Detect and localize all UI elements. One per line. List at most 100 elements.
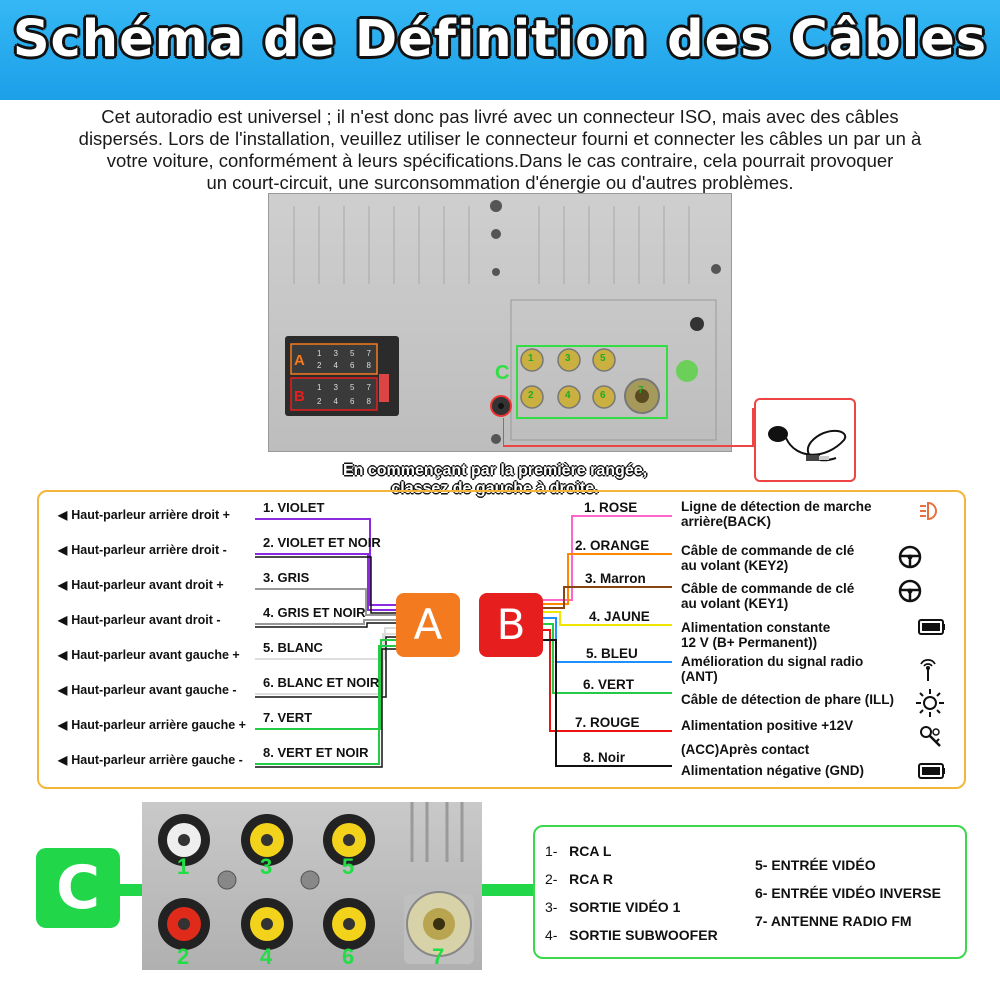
pin-number: 7 <box>366 383 371 392</box>
speaker-label: ◀Haut-parleur avant droit - <box>58 613 221 627</box>
rca-legend-item: 7- ANTENNE RADIO FM <box>755 913 912 929</box>
pin-number: 1 <box>317 349 322 358</box>
speaker-label-text: Haut-parleur avant droit - <box>71 613 221 627</box>
function-label-line: arrière(BACK) <box>681 514 772 529</box>
left-wire-label: 3. GRIS <box>263 570 310 585</box>
antenna-icon <box>920 658 936 681</box>
speaker-label-text: Haut-parleur avant gauche + <box>71 648 240 662</box>
headlight-icon <box>916 689 944 717</box>
pin-number: 8 <box>366 397 371 406</box>
speaker-label: ◀Haut-parleur avant gauche + <box>58 648 240 662</box>
left-wire-line <box>255 588 396 616</box>
speaker-icon: ◀ <box>58 508 68 522</box>
pin-number: 8 <box>366 361 371 370</box>
right-wire-label: 4. JAUNE <box>589 609 650 624</box>
function-label-line: (ACC)Après contact <box>681 742 810 757</box>
function-label-line: Alimentation positive +12V <box>681 718 854 733</box>
speaker-icon: ◀ <box>58 648 68 662</box>
pin-number: 2 <box>317 397 322 406</box>
function-label-line: (ANT) <box>681 669 718 684</box>
function-label-line: Amélioration du signal radio <box>681 654 864 669</box>
speaker-icon: ◀ <box>58 543 68 557</box>
left-wire-line <box>255 645 396 765</box>
rca-legend-label: RCA L <box>569 843 612 859</box>
connector-a-marker: A <box>294 352 305 369</box>
rca-legend-item: 1- RCA L <box>545 843 611 859</box>
function-label-line: Ligne de détection de marche <box>681 499 872 514</box>
rca-legend-num: 2- <box>545 871 558 887</box>
left-wire-label: 7. VERT <box>263 710 313 725</box>
pin-number: 3 <box>333 349 338 358</box>
rca-legend-num: 1- <box>545 843 558 859</box>
pin-number: 5 <box>350 349 355 358</box>
left-wire-line <box>255 619 396 625</box>
function-label: (ACC)Après contact <box>681 742 809 757</box>
speaker-label-text: Haut-parleur arrière gauche - <box>71 753 243 767</box>
rca-legend-label: SORTIE SUBWOOFER <box>569 927 718 943</box>
speaker-label-text: Haut-parleur arrière gauche + <box>71 718 246 732</box>
right-wire-line <box>543 611 672 626</box>
left-wire-line <box>255 518 396 606</box>
rca-number: 2 <box>177 944 190 969</box>
right-wire-label: 2. ORANGE <box>575 538 650 553</box>
function-label-line: au volant (KEY2) <box>681 558 789 573</box>
pin-number: 1 <box>317 383 322 392</box>
left-wire-line <box>255 633 396 695</box>
pin-number: 4 <box>333 397 338 406</box>
rca-number: 1 <box>177 854 190 879</box>
speaker-label-text: Haut-parleur arrière droit + <box>71 508 230 522</box>
steering-wheel-icon <box>898 579 922 603</box>
rca-legend-item: 5- ENTRÉE VIDÉO <box>755 857 876 873</box>
function-label: Alimentation négative (GND) <box>681 763 864 778</box>
rca-legend-item: 3- SORTIE VIDÉO 1 <box>545 899 680 915</box>
steering-wheel-icon <box>898 545 922 569</box>
intro-line: votre voiture, conformément à leurs spéc… <box>106 150 894 171</box>
speaker-label-text: Haut-parleur arrière droit - <box>71 543 227 557</box>
rca-number: 1 <box>528 353 534 364</box>
function-label-line: au volant (KEY1) <box>681 596 789 611</box>
rca-number: 5 <box>600 353 606 364</box>
left-wire-label: 8. VERT ET NOIR <box>263 745 369 760</box>
key-icon <box>920 726 941 747</box>
speaker-label-text: Haut-parleur avant gauche - <box>71 683 237 697</box>
rca-legend-num: 3- <box>545 899 558 915</box>
speaker-label: ◀Haut-parleur avant droit + <box>58 578 224 592</box>
left-wire-stripe <box>255 622 396 628</box>
connector-a-badge: A <box>396 593 460 657</box>
rca-number: 5 <box>342 854 355 879</box>
speaker-icon: ◀ <box>58 578 68 592</box>
left-wire-stripe <box>255 648 396 768</box>
speaker-label: ◀Haut-parleur arrière droit - <box>58 543 227 557</box>
left-wire-line <box>255 639 396 730</box>
pin-number: 6 <box>350 397 355 406</box>
rca-block-marker: C <box>495 362 510 384</box>
rca-legend: 1- RCA L 2- RCA R 3- SORTIE VIDÉO 1 4- S… <box>533 825 967 959</box>
function-label-line: Câble de détection de phare (ILL) <box>681 692 895 707</box>
speaker-label-text: Haut-parleur avant droit + <box>71 578 224 592</box>
reverse-light-icon <box>920 501 937 521</box>
rca-number: 2 <box>528 390 534 401</box>
rca-number: 7 <box>638 385 644 396</box>
connector-b-badge: B <box>479 593 543 657</box>
rca-legend-num: 4- <box>545 927 558 943</box>
pin-number: 7 <box>366 349 371 358</box>
right-wire-line <box>543 639 672 767</box>
microphone-inset <box>754 398 856 482</box>
right-wire-label: 5. BLEU <box>586 646 638 661</box>
pin-number: 6 <box>350 361 355 370</box>
right-wire-label: 8. Noir <box>583 750 626 765</box>
connector-a-pins-top: 1 3 5 7 <box>311 349 377 358</box>
left-wire-label: 1. VIOLET <box>263 500 325 515</box>
speaker-icon: ◀ <box>58 718 68 732</box>
speaker-label: ◀Haut-parleur arrière gauche + <box>58 718 246 732</box>
right-wire-line <box>543 553 672 605</box>
right-wire-label: 3. Marron <box>585 571 646 586</box>
function-label: Alimentation positive +12V <box>681 718 853 733</box>
